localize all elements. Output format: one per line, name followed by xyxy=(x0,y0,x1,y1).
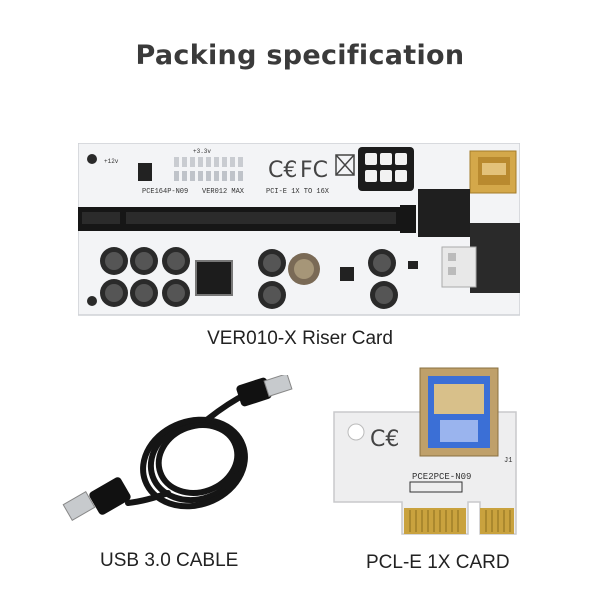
card-model-label: PCE2PCE-N09 xyxy=(412,472,471,482)
usb-cable-image xyxy=(58,373,298,540)
capacitors xyxy=(100,247,398,309)
usb-connector-bottom xyxy=(62,477,131,521)
riser-latch xyxy=(418,189,470,237)
riser-version-label: VER012 MAX xyxy=(202,188,245,196)
riser-model-label: PCE164P-N09 xyxy=(142,188,188,196)
pcie-x16-slot xyxy=(78,205,416,233)
riser-12v-label: +12v xyxy=(104,158,119,165)
riser-power-connector xyxy=(470,223,520,293)
voltage-regulator xyxy=(195,260,233,296)
riser-bus-label: PCI-E 1X TO 16X xyxy=(266,188,330,196)
ce-fc-marks: C€ FC xyxy=(268,154,355,183)
pcie-1x-card-caption: PCL-E 1X CARD xyxy=(366,552,510,573)
usb-cable-illustration xyxy=(62,373,293,521)
svg-text:FC: FC xyxy=(300,158,328,183)
card-ce-mark: C€ xyxy=(370,427,399,452)
pcie-1x-card-illustration: C€ PCE2PCE-N09 J1 xyxy=(333,367,517,535)
pcie-1x-card-image: C€ PCE2PCE-N09 J1 xyxy=(330,362,530,547)
card-usb-port xyxy=(419,367,499,457)
svg-text:C€: C€ xyxy=(268,158,297,183)
six-pin-connector xyxy=(358,147,414,191)
riser-card-image: +3.3v +12v PCE164P-N09 VER012 MAX PCI-E … xyxy=(77,142,521,322)
card-j1-label: J1 xyxy=(504,457,512,465)
riser-card-illustration: +3.3v +12v PCE164P-N09 VER012 MAX PCI-E … xyxy=(77,142,521,316)
page-title: Packing specification xyxy=(135,40,465,71)
usb-cable-caption: USB 3.0 CABLE xyxy=(100,550,239,571)
usb-connector-top xyxy=(236,373,293,407)
riser-voltage-label: +3.3v xyxy=(193,148,211,155)
riser-usb-port xyxy=(469,150,517,194)
riser-card-caption: VER010-X Riser Card xyxy=(207,328,393,349)
